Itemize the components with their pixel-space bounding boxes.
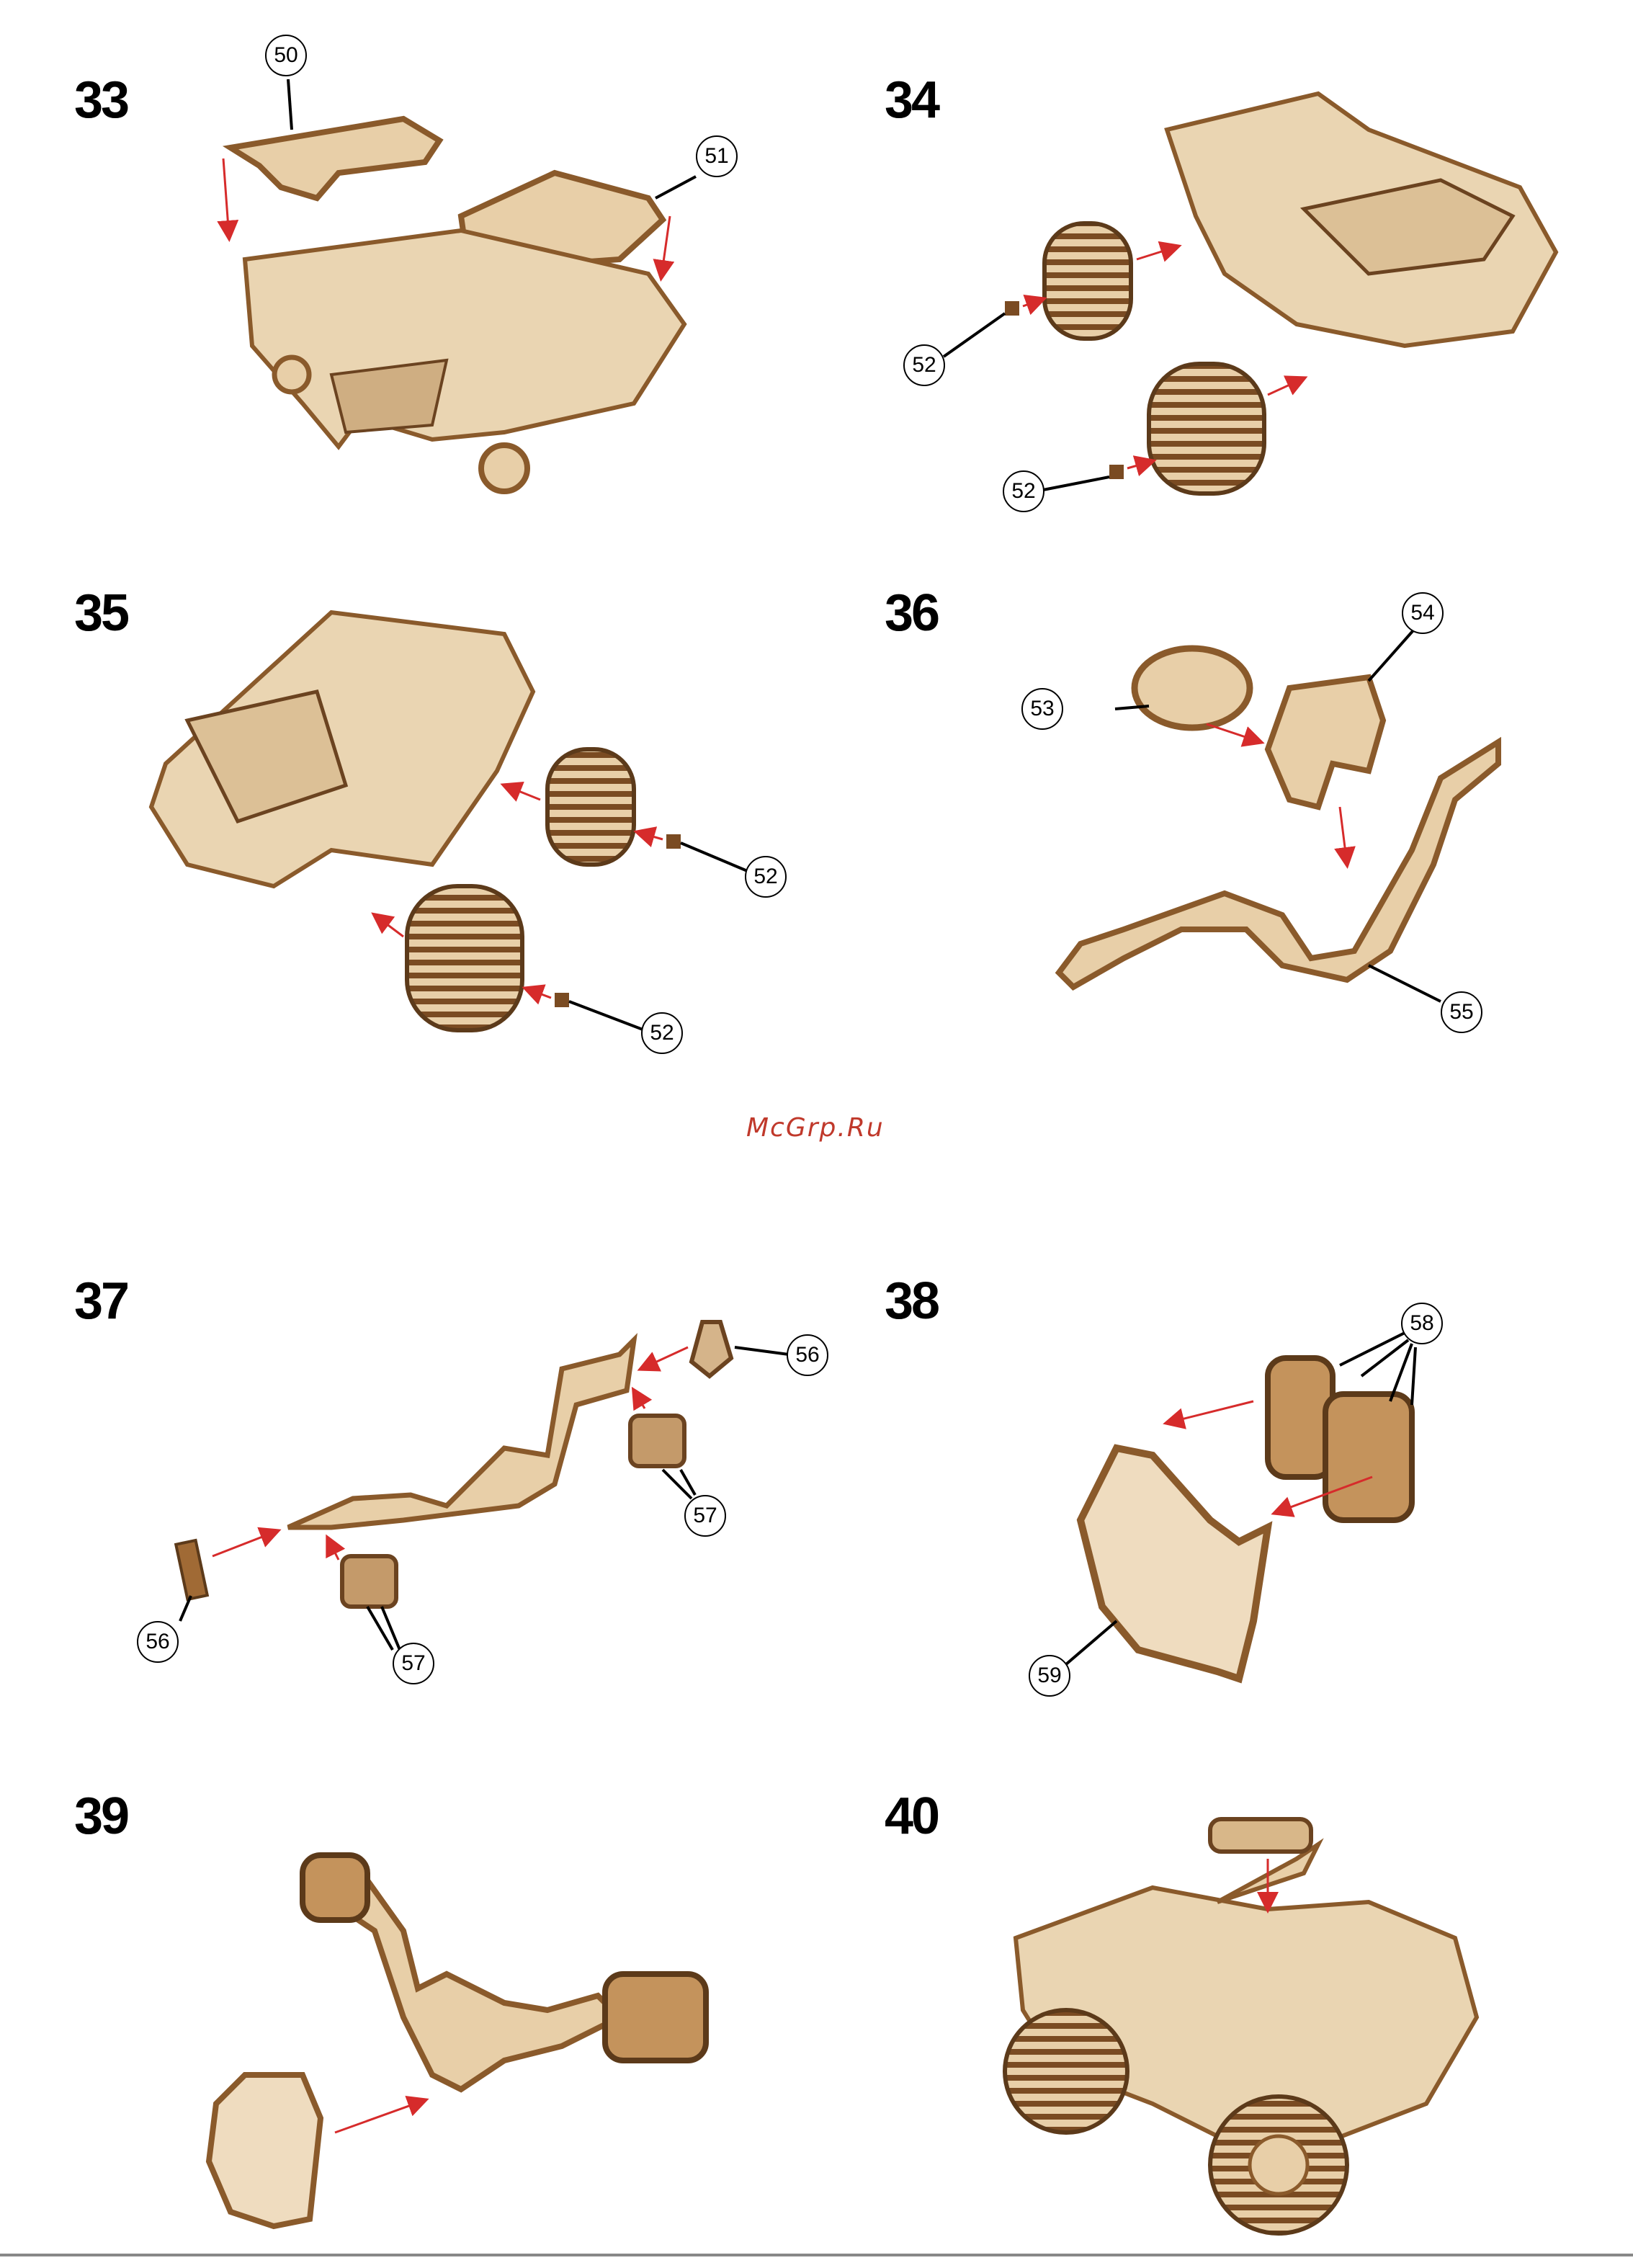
page-bottom-border [0, 2254, 1633, 2256]
step-34-illustration [944, 94, 1556, 494]
nut-52 [555, 993, 569, 1007]
step-number: 36 [885, 587, 938, 639]
part-callout: 59 [1029, 1655, 1070, 1697]
mount-part [209, 2075, 321, 2226]
wheel [407, 886, 522, 1030]
step-38-illustration [1066, 1333, 1415, 1679]
step-number: 37 [74, 1275, 127, 1327]
step-number: 38 [885, 1275, 938, 1327]
grip-right [605, 1974, 706, 2061]
nut-52 [1005, 301, 1019, 316]
wheel-hub [481, 445, 527, 491]
part-callout: 56 [787, 1334, 828, 1376]
watermark: McGrp.Ru [746, 1113, 885, 1143]
step-number: 34 [885, 74, 938, 126]
wheel-hub [274, 357, 309, 392]
step-number: 33 [74, 74, 127, 126]
step-number: 40 [885, 1790, 938, 1842]
part-callout: 56 [137, 1621, 179, 1663]
part-callout: 55 [1441, 991, 1482, 1033]
part-callout: 52 [745, 856, 787, 898]
step-number: 35 [74, 587, 127, 639]
handlebar-assembly [331, 1880, 619, 2089]
wheel [1149, 364, 1264, 494]
handlebar [288, 1340, 634, 1527]
nut-52 [1109, 465, 1124, 479]
step-36-illustration [1059, 630, 1498, 1001]
wheel [547, 749, 634, 865]
atv-body [245, 231, 684, 447]
part-57 [342, 1556, 396, 1607]
part-callout: 53 [1021, 688, 1063, 730]
rack-part-50 [231, 119, 439, 198]
grip-left [303, 1855, 367, 1920]
part-54 [1268, 677, 1383, 807]
part-callout: 58 [1401, 1303, 1443, 1344]
step-number: 39 [74, 1790, 127, 1842]
part-58 [1325, 1394, 1412, 1520]
part-59 [1081, 1448, 1268, 1679]
step-37-illustration [176, 1322, 789, 1650]
part-56 [176, 1540, 207, 1599]
wheel [1005, 2010, 1127, 2133]
part-callout: 54 [1402, 592, 1444, 634]
part-callout: 57 [393, 1643, 434, 1684]
part-callout: 52 [1003, 470, 1044, 512]
part-56 [692, 1322, 731, 1376]
wheel [1044, 223, 1131, 339]
part-callout: 52 [903, 344, 945, 386]
step-40-illustration [1005, 1819, 1477, 2233]
handlebar-top [1210, 1819, 1311, 1852]
step-35-illustration [151, 612, 749, 1030]
part-57 [630, 1416, 684, 1466]
part-callout: 51 [696, 135, 738, 177]
hub [1250, 2136, 1307, 2194]
part-callout: 57 [684, 1495, 726, 1537]
nut-52 [666, 834, 681, 849]
part-callout: 50 [265, 35, 307, 76]
step-33-illustration [223, 79, 696, 491]
part-callout: 52 [641, 1012, 683, 1054]
step-39-illustration [209, 1855, 706, 2226]
part-53 [1135, 648, 1250, 728]
